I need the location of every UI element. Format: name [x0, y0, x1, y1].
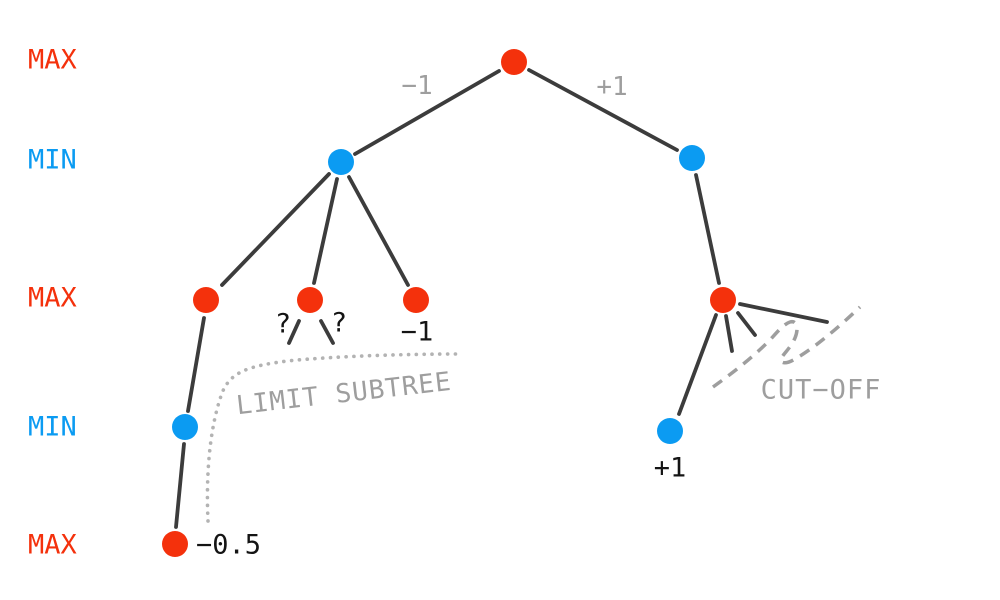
- stub-maxd-down: [724, 314, 734, 353]
- edge-maxd-pruned: [738, 302, 829, 324]
- node-min-a: [172, 414, 198, 440]
- node-root-max: [501, 49, 527, 75]
- edges-layer: [174, 68, 829, 529]
- edge-maxd-min-d: [677, 313, 718, 416]
- cutoff-mark: [711, 305, 862, 389]
- edge-root-min-right: [527, 68, 679, 152]
- node-min-right: [679, 145, 705, 171]
- edge-minleft-max-c: [347, 175, 410, 287]
- limit-subtree-boundary: [205, 352, 463, 523]
- edge-label-plus1: +1: [596, 72, 627, 102]
- limit-subtree-annotation: LIMIT SUBTREE: [235, 367, 454, 421]
- edge-root-min-left: [353, 69, 501, 156]
- level-label-min-2: MIN: [28, 412, 77, 443]
- node-max-b: [297, 287, 323, 313]
- level-label-max-3: MAX: [28, 530, 77, 561]
- stub-maxb-right: [319, 319, 335, 345]
- edge-minleft-max-b: [312, 177, 339, 285]
- value-min-d: +1: [654, 453, 687, 484]
- stub-maxd-diagonal: [736, 311, 757, 337]
- node-min-left: [328, 149, 354, 175]
- value-max-c: −1: [401, 317, 434, 348]
- node-max-a: [193, 287, 219, 313]
- node-max-leaf: [162, 531, 188, 557]
- unknown-value-right: ?: [331, 308, 347, 339]
- edge-minright-max-d: [694, 173, 721, 285]
- edge-label-minus1: −1: [401, 71, 432, 101]
- level-label-max-2: MAX: [28, 283, 77, 314]
- unknown-value-left: ?: [275, 309, 291, 340]
- stub-maxb-left: [287, 319, 301, 345]
- edge-mina-max-leaf: [174, 442, 186, 529]
- level-label-max-1: MAX: [28, 45, 77, 76]
- node-max-d: [710, 287, 736, 313]
- node-max-c: [403, 287, 429, 313]
- node-min-d: [657, 418, 683, 444]
- level-label-min-1: MIN: [28, 145, 77, 176]
- edge-minleft-max-a: [220, 172, 331, 287]
- cutoff-annotation: CUT−OFF: [761, 375, 882, 406]
- value-max-leaf: −0.5: [196, 530, 261, 561]
- edge-maxa-min-a: [186, 316, 206, 413]
- nodes-layer: [162, 49, 736, 557]
